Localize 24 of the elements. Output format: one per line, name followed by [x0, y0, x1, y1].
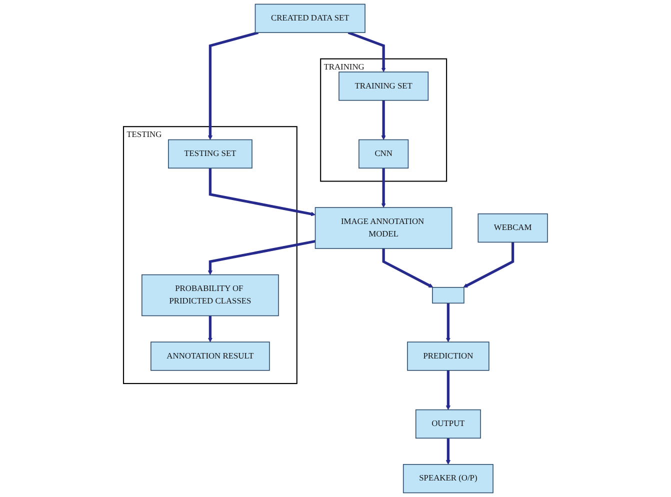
- node-box: CREATED DATA SET: [254, 4, 366, 33]
- arrow: [382, 248, 434, 288]
- node-box: TRAINING SET: [338, 72, 429, 101]
- node-box: OUTPUT: [415, 409, 481, 439]
- arrow: [208, 168, 316, 216]
- arrow: [208, 31, 259, 140]
- arrow: [348, 31, 386, 72]
- arrow: [463, 242, 514, 288]
- arrow: [208, 316, 212, 342]
- arrow: [208, 240, 316, 275]
- node-box: IMAGE ANNOTATION MODEL: [314, 207, 452, 249]
- node-box: TESTING SET: [168, 139, 252, 169]
- node-box: SPEAKER (O/P): [402, 464, 494, 494]
- node-box: ANNOTATION RESULT: [150, 342, 270, 371]
- arrow: [381, 100, 386, 140]
- arrow: [446, 438, 450, 465]
- arrow: [381, 168, 386, 208]
- arrow: [446, 303, 450, 342]
- arrow: [446, 370, 450, 410]
- node-box: WEBCAM: [478, 213, 548, 243]
- node-box: PREDICTION: [407, 342, 490, 371]
- node-box: PROBABILITY OF PRIDICTED CLASSES: [142, 274, 279, 316]
- node-box: [432, 286, 464, 304]
- node-box: CNN: [358, 139, 409, 169]
